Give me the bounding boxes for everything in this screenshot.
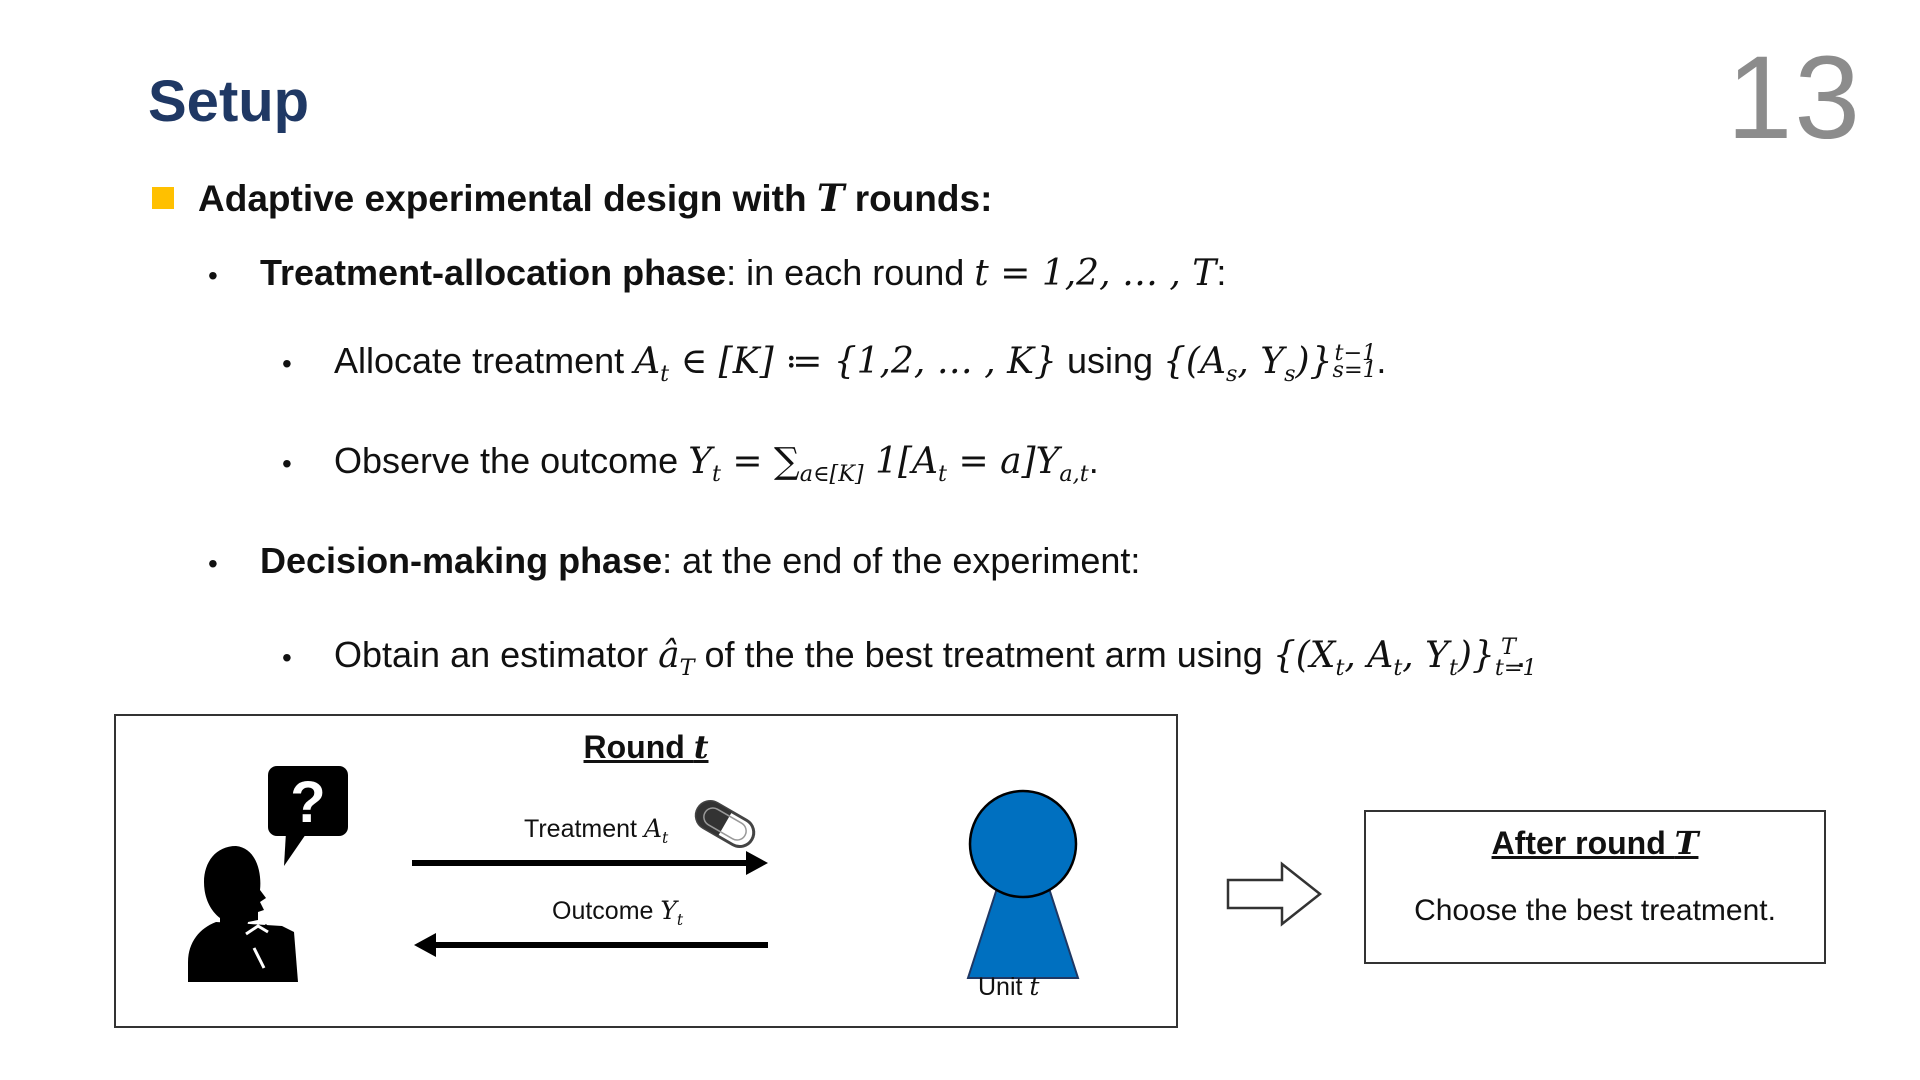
thinking-person-icon: ? (188, 766, 348, 982)
math-round-range: t = 1,2, … , T (974, 253, 1217, 294)
outcome-label: Outcome Yt (552, 896, 684, 929)
after-round-text: Choose the best treatment. (1414, 894, 1776, 927)
math-data: {(Xt, At, Yt)}t=1T (1272, 634, 1537, 682)
unit-label: Unit t (978, 972, 1040, 1001)
bullet-icon: • (208, 260, 218, 291)
bullet-square-icon (152, 187, 174, 209)
math-history: {(As, Ys)}s=1t−1 (1163, 340, 1377, 388)
list-item-allocation-phase: • Treatment-allocation phase: in each ro… (208, 252, 1227, 294)
pill-icon (694, 800, 756, 848)
page-number: 13 (1726, 32, 1862, 164)
section-heading: Adaptive experimental design with T roun… (152, 176, 992, 220)
speech-bubble-icon: ? (268, 766, 348, 866)
treatment-label: Treatment At (524, 814, 669, 847)
question-mark: ? (290, 770, 325, 835)
list-item-decision-phase: • Decision-making phase: at the end of t… (208, 540, 1141, 581)
list-item-allocate: • Allocate treatment At ∈ [K] ≔ {1,2, … … (282, 340, 1387, 388)
list-item-estimator: • Obtain an estimator âT of the the best… (282, 634, 1537, 682)
treatment-arrow (412, 851, 768, 875)
bullet-icon: • (282, 642, 292, 673)
bullet-icon: • (208, 548, 218, 579)
round-title: Round t (583, 728, 709, 766)
math-allocate: At ∈ [K] ≔ {1,2, … , K} (634, 341, 1057, 388)
round-box: Round t ? Treatment At (114, 714, 1178, 1028)
right-arrow-icon (1226, 861, 1323, 927)
list-item-observe: • Observe the outcome Yt = ∑a∈[K] 1[At =… (282, 440, 1099, 488)
after-round-title: After round T (1491, 824, 1699, 862)
outcome-arrow (414, 933, 768, 957)
page-title: Setup (148, 69, 310, 134)
bullet-icon: • (282, 348, 292, 379)
after-round-box: After round T Choose the best treatment. (1364, 810, 1826, 964)
bullet-icon: • (282, 448, 292, 479)
math-estimator: âT (658, 635, 695, 682)
math-outcome: Yt = ∑a∈[K] 1[At = a]Ya,t (688, 441, 1089, 488)
unit-icon (966, 789, 1080, 979)
